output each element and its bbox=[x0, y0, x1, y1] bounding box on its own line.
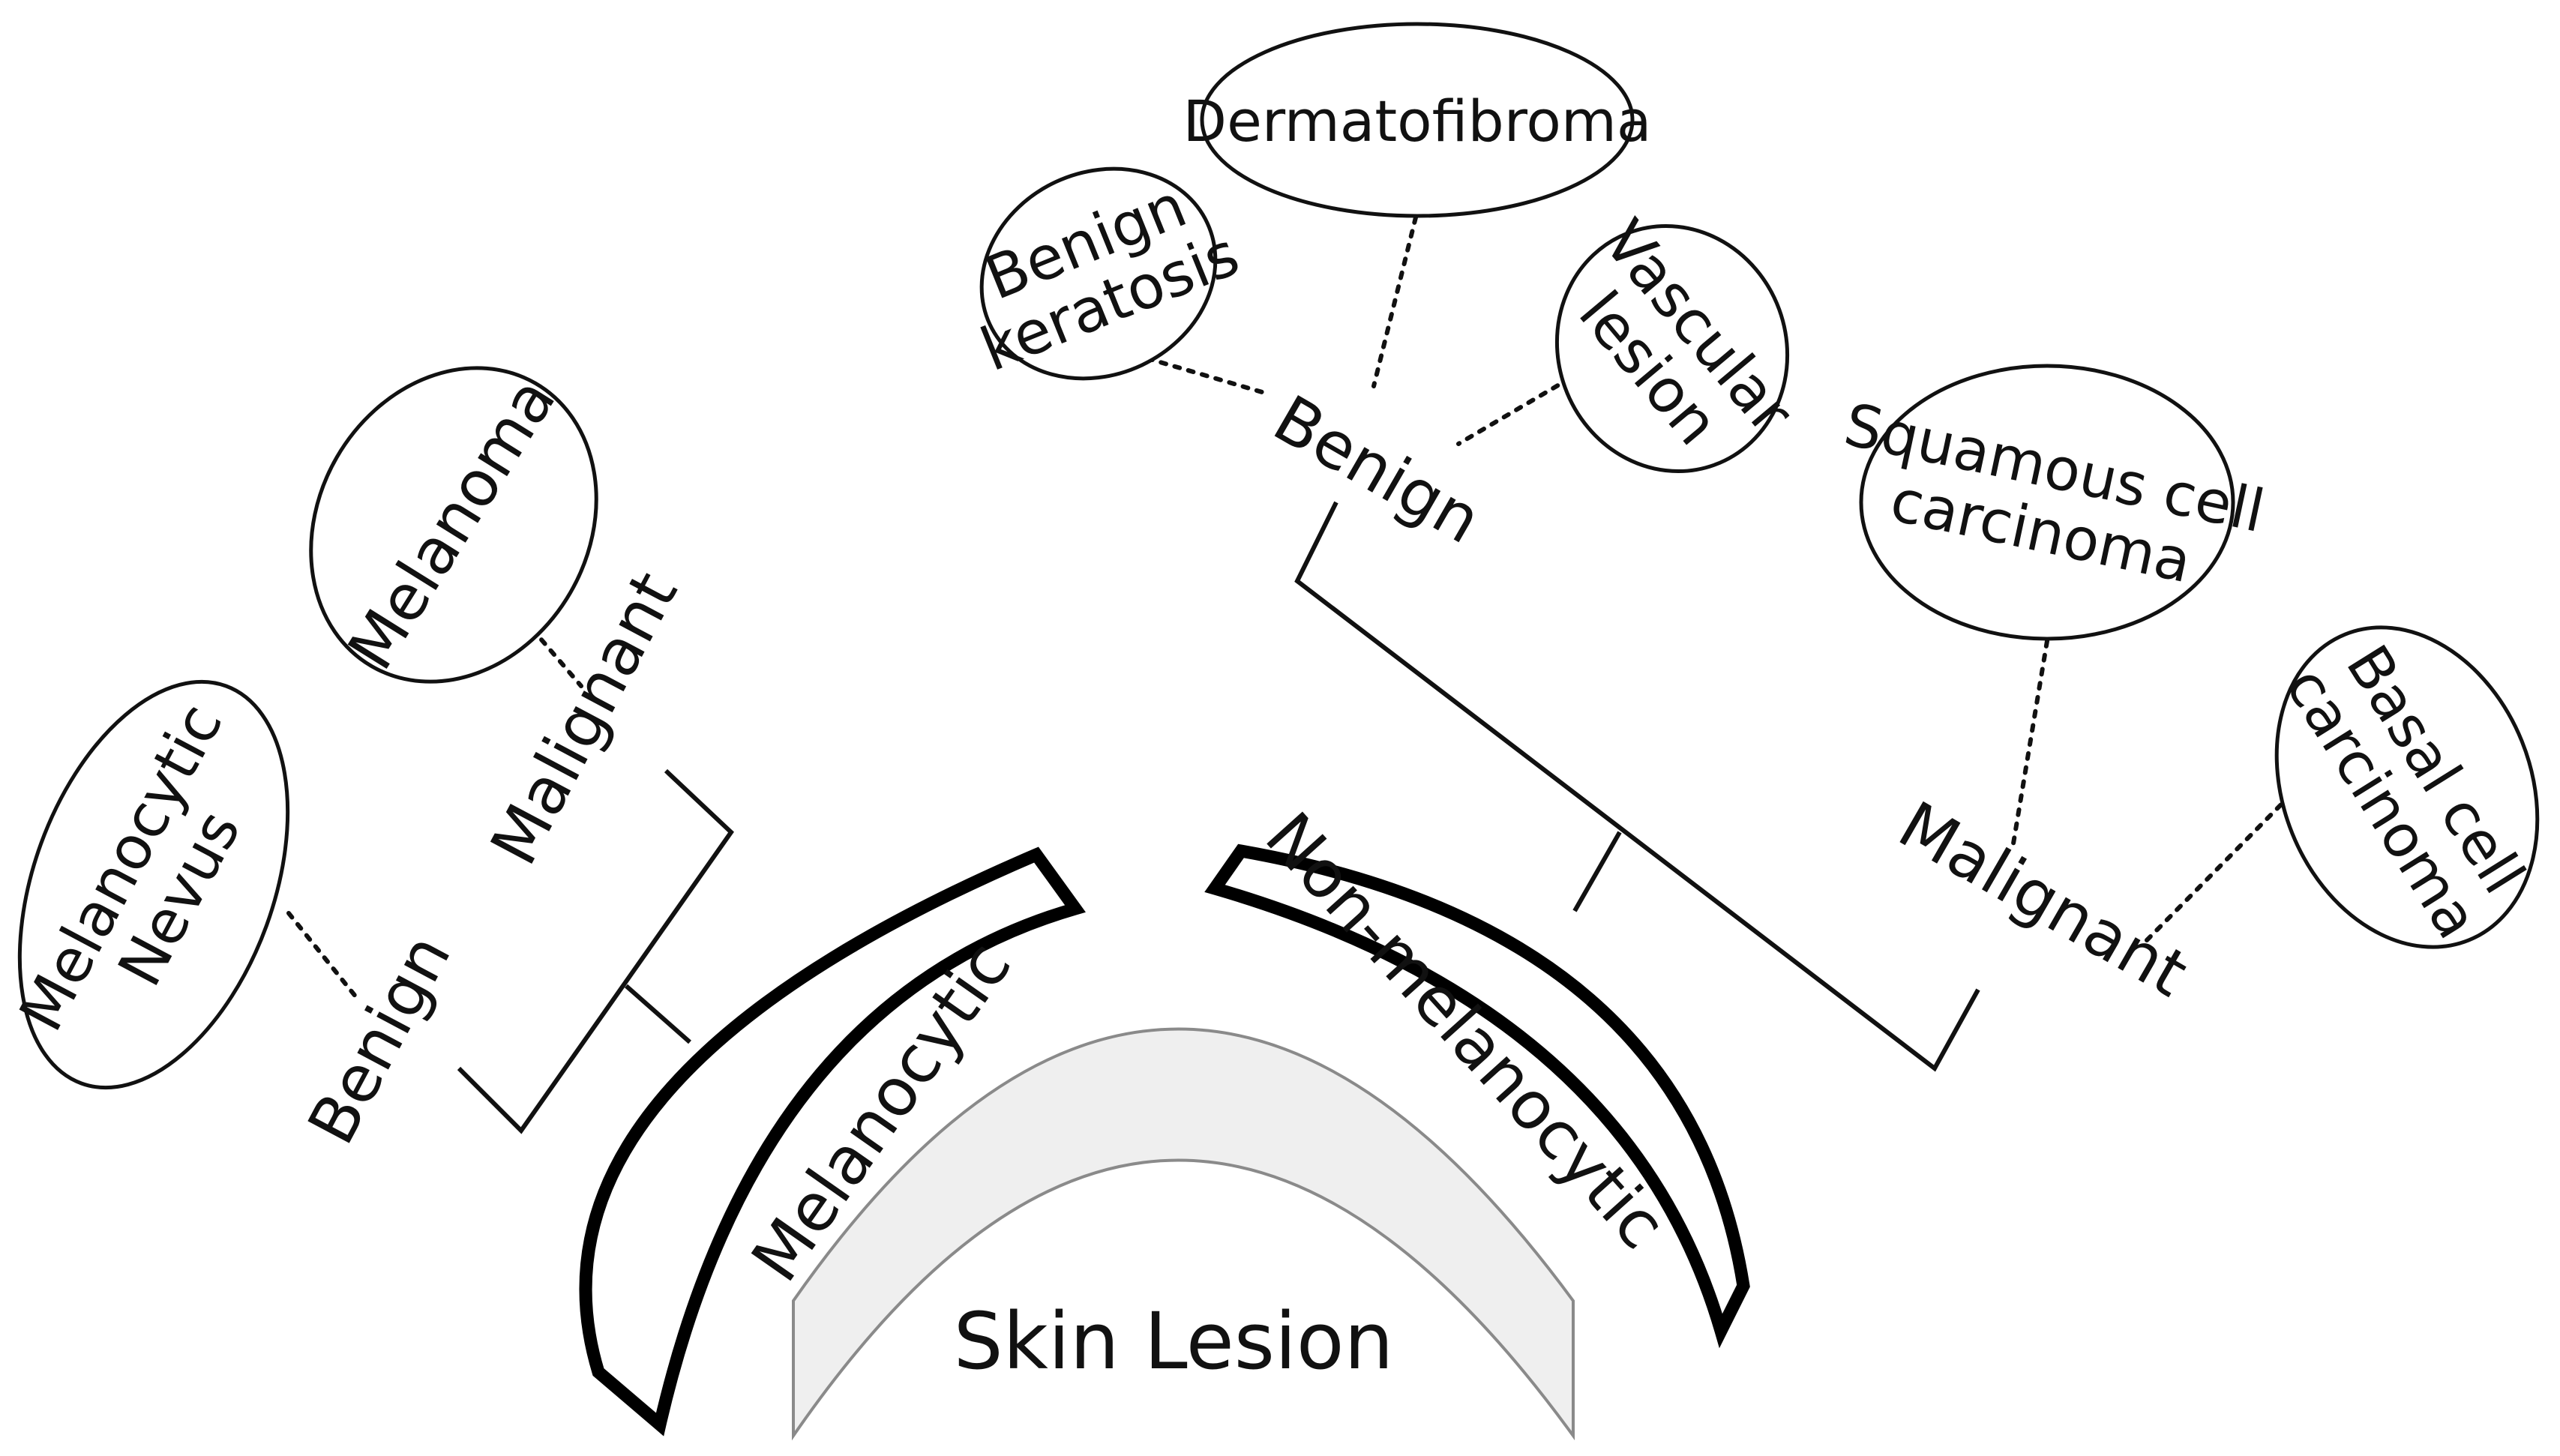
lesion-type-labels: Melanocytic Nevus Melanocytic Nevus Mela… bbox=[6, 88, 2538, 1042]
non-melanocytic-split-line bbox=[1294, 501, 1980, 1072]
basal-cell-carcinoma-oval bbox=[2274, 625, 2540, 949]
skin-lesion-dome bbox=[792, 1027, 1575, 1441]
squamous-cell-carcinoma-connector bbox=[2011, 639, 2049, 846]
dermatofibroma-connector bbox=[1371, 215, 1418, 388]
non-melanocytic-stem-line bbox=[1572, 831, 1622, 912]
non-melanocytic-branch-lines bbox=[1145, 215, 2293, 1072]
lesion-type-ovals bbox=[17, 22, 2540, 1090]
melanocytic-nevus-oval bbox=[17, 679, 290, 1090]
vascular-lesion-connector bbox=[1456, 369, 1584, 446]
dermatofibroma-oval bbox=[1200, 22, 1635, 218]
melanocytic-split-line bbox=[457, 768, 734, 1134]
melanoma-oval bbox=[309, 366, 598, 684]
melanocytic-nevus-connector bbox=[286, 911, 358, 999]
vascular-lesion-oval bbox=[1554, 223, 1790, 474]
benign-keratosis-connector bbox=[1145, 356, 1270, 396]
non-melanocytic-benign-label: Benign bbox=[1261, 382, 1493, 559]
benign-keratosis-oval bbox=[979, 166, 1218, 381]
basal-cell-carcinoma-connector bbox=[2144, 792, 2293, 943]
skin-lesion-title: Skin Lesion bbox=[954, 1296, 1394, 1387]
melanocytic-band bbox=[579, 846, 1086, 1437]
melanocytic-benign-label: Benign bbox=[294, 923, 466, 1156]
melanocytic-stem-line bbox=[625, 984, 691, 1044]
dermatofibroma-label: Dermatofibroma bbox=[1183, 88, 1652, 154]
non-melanocytic-band bbox=[1204, 843, 1750, 1349]
squamous-cell-carcinoma-oval bbox=[1859, 364, 2235, 641]
non-melanocytic-malignant-label: Malignant bbox=[1887, 787, 2200, 1011]
